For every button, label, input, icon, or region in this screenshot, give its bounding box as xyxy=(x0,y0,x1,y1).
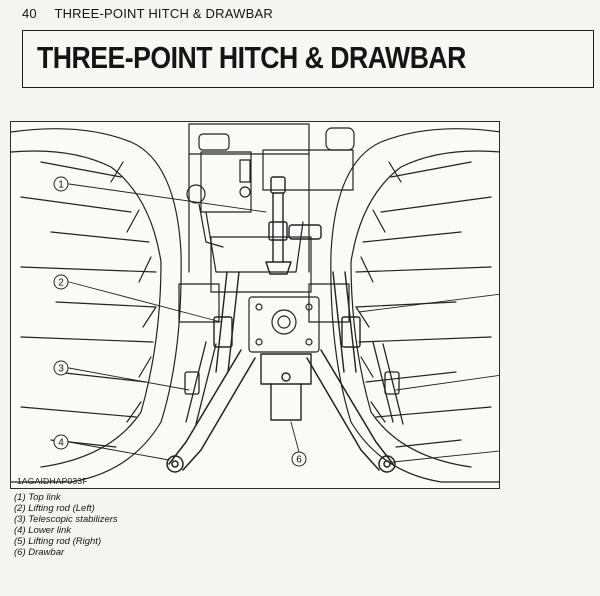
svg-text:1: 1 xyxy=(58,180,64,191)
callout-3-left: 3 xyxy=(53,360,69,376)
svg-text:3: 3 xyxy=(58,364,64,375)
leader-lines xyxy=(68,183,499,463)
tractor-body xyxy=(186,123,355,293)
callouts: 1 2 3 4 5 3 4 6 xyxy=(53,176,307,467)
legend-item: (4) Lower link xyxy=(14,525,72,536)
stabilizers xyxy=(184,341,404,425)
page-number: 40 xyxy=(22,6,37,21)
legend-item: (6) Drawbar xyxy=(14,547,65,558)
lower-links xyxy=(166,349,396,473)
left-tire xyxy=(11,128,182,483)
title-box: THREE-POINT HITCH & DRAWBAR xyxy=(22,30,594,88)
drawbar xyxy=(260,353,312,421)
svg-text:2: 2 xyxy=(58,278,64,289)
callout-6: 6 xyxy=(291,451,307,467)
svg-text:6: 6 xyxy=(296,455,302,466)
lifting-rods xyxy=(213,271,361,373)
callout-2: 2 xyxy=(53,274,69,290)
figure-frame: 1 2 3 4 5 3 4 6 1AGAIDHAP033F xyxy=(10,121,500,489)
figure-id: 1AGAIDHAP033F xyxy=(17,476,88,486)
legend: (1) Top link (2) Lifting rod (Left) (3) … xyxy=(14,492,118,558)
legend-item: (1) Top link xyxy=(14,492,61,503)
callout-1: 1 xyxy=(53,176,69,192)
legend-item: (3) Telescopic stabilizers xyxy=(14,514,118,525)
hitch-illustration: 1 2 3 4 5 3 4 6 xyxy=(11,123,499,483)
right-tire xyxy=(330,128,499,483)
callout-4-left: 4 xyxy=(53,434,69,450)
pto-housing xyxy=(248,296,320,353)
legend-item: (2) Lifting rod (Left) xyxy=(14,503,95,514)
page-title: THREE-POINT HITCH & DRAWBAR xyxy=(37,40,466,75)
legend-item: (5) Lifting rod (Right) xyxy=(14,536,102,547)
top-link xyxy=(265,176,322,275)
svg-text:4: 4 xyxy=(58,438,64,449)
running-header-title: THREE-POINT HITCH & DRAWBAR xyxy=(54,6,273,21)
running-header: 40 THREE-POINT HITCH & DRAWBAR xyxy=(22,6,273,21)
